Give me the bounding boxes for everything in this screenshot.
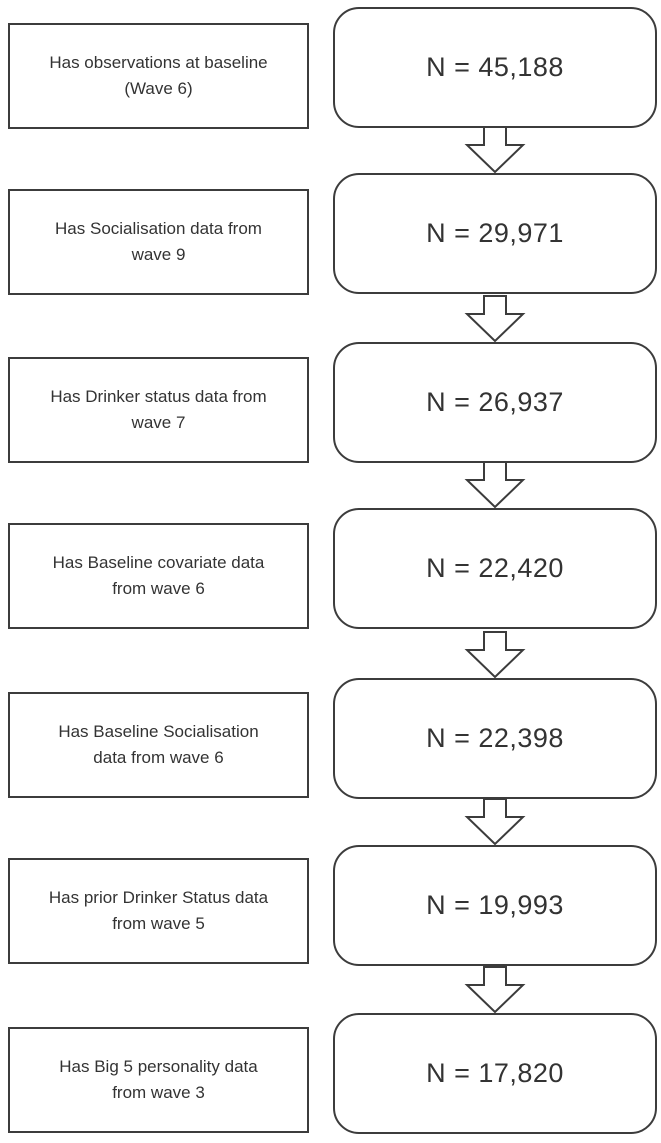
- step-label: Has Baseline Socialisation data from wav…: [58, 719, 258, 771]
- down-arrow-icon: [464, 966, 526, 1013]
- step-label-box: Has Socialisation data from wave 9: [8, 189, 309, 295]
- step-n-value: N = 26,937: [426, 387, 564, 417]
- step-n-box: N = 22,398: [333, 678, 657, 799]
- step-n-value: N = 45,188: [426, 52, 564, 82]
- step-n-box: N = 19,993: [333, 845, 657, 966]
- step-label-line1: Has Baseline Socialisation: [58, 722, 259, 741]
- step-n-value: N = 22,420: [426, 553, 564, 583]
- step-n-box: N = 22,420: [333, 508, 657, 629]
- step-n-value: N = 29,971: [426, 218, 564, 248]
- step-label-line2: from wave 6: [112, 579, 205, 598]
- step-n-value: N = 22,398: [426, 723, 564, 753]
- step-label: Has Socialisation data from wave 9: [55, 216, 262, 268]
- step-label: Has observations at baseline (Wave 6): [49, 50, 267, 102]
- step-label-line2: wave 7: [131, 413, 186, 432]
- step-label-line2: (Wave 6): [124, 79, 193, 98]
- step-label-box: Has Baseline covariate data from wave 6: [8, 523, 309, 629]
- step-label-box: Has Drinker status data from wave 7: [8, 357, 309, 463]
- step-label: Has prior Drinker Status data from wave …: [49, 885, 268, 937]
- step-label-line2: from wave 3: [112, 1083, 205, 1102]
- down-arrow-icon: [464, 798, 526, 845]
- step-label-box: Has Big 5 personality data from wave 3: [8, 1027, 309, 1133]
- step-label: Has Drinker status data from wave 7: [50, 384, 266, 436]
- step-label-box: Has prior Drinker Status data from wave …: [8, 858, 309, 964]
- step-n-box: N = 26,937: [333, 342, 657, 463]
- step-label: Has Big 5 personality data from wave 3: [59, 1054, 257, 1106]
- step-n-value: N = 17,820: [426, 1058, 564, 1088]
- step-label: Has Baseline covariate data from wave 6: [53, 550, 265, 602]
- down-arrow-icon: [464, 461, 526, 508]
- step-n-box: N = 17,820: [333, 1013, 657, 1134]
- step-label-line2: data from wave 6: [93, 748, 224, 767]
- step-label-line1: Has Big 5 personality data: [59, 1057, 258, 1076]
- down-arrow-icon: [464, 295, 526, 342]
- step-n-box: N = 29,971: [333, 173, 657, 294]
- step-n-box: N = 45,188: [333, 7, 657, 128]
- step-label-line1: Has observations at baseline: [49, 53, 268, 72]
- down-arrow-icon: [464, 126, 526, 173]
- step-label-line1: Has Socialisation data from: [55, 219, 262, 238]
- step-label-line2: wave 9: [131, 245, 186, 264]
- step-n-value: N = 19,993: [426, 890, 564, 920]
- step-label-box: Has Baseline Socialisation data from wav…: [8, 692, 309, 798]
- down-arrow-icon: [464, 631, 526, 678]
- step-label-box: Has observations at baseline (Wave 6): [8, 23, 309, 129]
- step-label-line1: Has prior Drinker Status data: [48, 888, 269, 907]
- step-label-line2: from wave 5: [112, 914, 205, 933]
- step-label-line1: Has Drinker status data from: [50, 387, 267, 406]
- step-label-line1: Has Baseline covariate data: [52, 553, 265, 572]
